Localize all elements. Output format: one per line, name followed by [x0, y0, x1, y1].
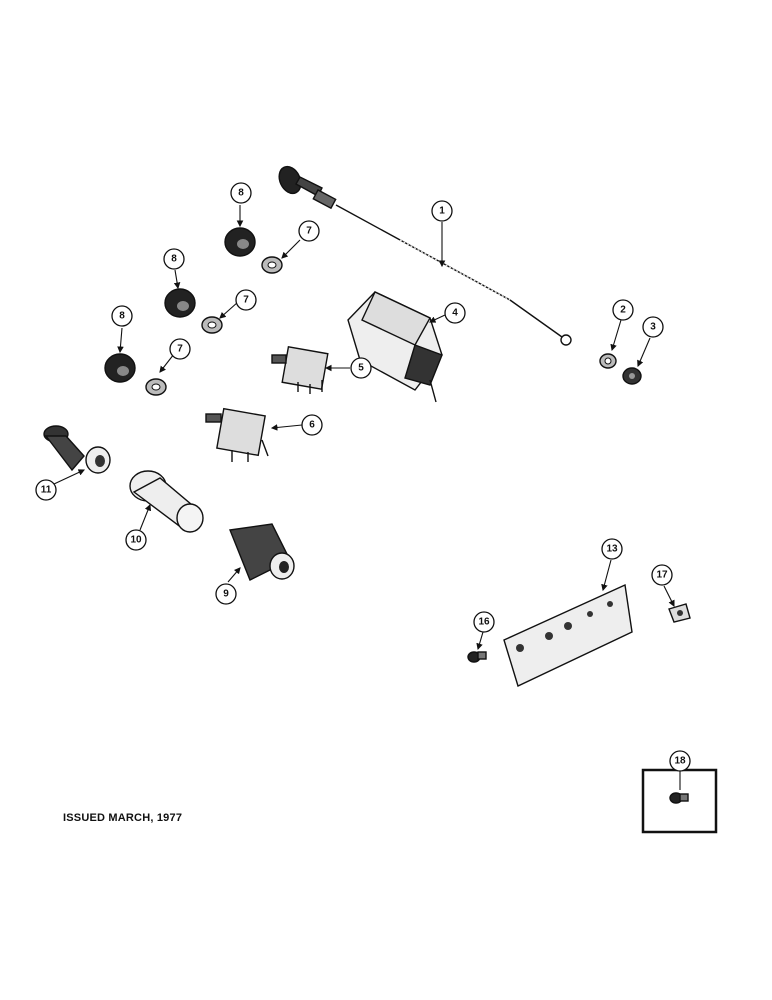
- callout-3: 3: [642, 316, 664, 338]
- callout-18: 18: [669, 750, 691, 772]
- switch-box-part: [347, 291, 443, 403]
- svg-text:7: 7: [243, 295, 249, 306]
- svg-text:7: 7: [306, 226, 312, 237]
- callout-7b: 7: [235, 289, 257, 311]
- square-nut-part-17: [668, 603, 691, 623]
- svg-text:11: 11: [41, 485, 52, 496]
- callout-7a: 7: [298, 220, 320, 242]
- rotary-switch-part-9: [229, 523, 295, 581]
- callout-2: 2: [612, 299, 634, 321]
- svg-text:8: 8: [171, 254, 177, 265]
- toggle-switch-part-6: [205, 407, 269, 462]
- leader-lines: [53, 205, 681, 790]
- svg-text:16: 16: [478, 617, 490, 628]
- callout-7c: 7: [169, 338, 191, 360]
- callout-10: 10: [125, 529, 147, 551]
- nut-part-3: [622, 367, 642, 385]
- callout-4: 4: [444, 302, 466, 324]
- svg-text:17: 17: [656, 570, 668, 581]
- svg-text:18: 18: [674, 756, 686, 767]
- svg-text:9: 9: [223, 589, 229, 600]
- callout-9: 9: [215, 583, 237, 605]
- callout-8c: 8: [111, 305, 133, 327]
- callout-13: 13: [601, 538, 623, 560]
- callout-8b: 8: [163, 248, 185, 270]
- nut-part-7c: [145, 378, 167, 396]
- screw-part-16: [467, 651, 487, 663]
- cylinder-part-10: [129, 470, 204, 533]
- svg-text:7: 7: [177, 344, 183, 355]
- knob-part-8b: [164, 288, 196, 318]
- svg-text:5: 5: [358, 363, 364, 374]
- callout-16: 16: [473, 611, 495, 633]
- nut-part-7a: [261, 256, 283, 274]
- callout-1: 1: [431, 200, 453, 222]
- callout-17: 17: [651, 564, 673, 586]
- callout-6: 6: [301, 414, 323, 436]
- panel-plate-part-13: [503, 583, 633, 687]
- svg-text:8: 8: [238, 188, 244, 199]
- callout-5: 5: [350, 357, 372, 379]
- inset-box-part-18: [641, 768, 718, 834]
- callout-11: 11: [35, 479, 57, 501]
- issued-date-label: ISSUED MARCH, 1977: [63, 812, 183, 824]
- throttle-cable-part: [278, 165, 572, 346]
- svg-text:10: 10: [130, 535, 142, 546]
- svg-text:4: 4: [452, 308, 458, 319]
- svg-text:13: 13: [606, 544, 618, 555]
- toggle-switch-part-5: [271, 345, 329, 394]
- light-switch-knob-part-11: [43, 425, 111, 474]
- svg-text:2: 2: [620, 305, 626, 316]
- washer-part-2: [599, 353, 617, 369]
- svg-text:6: 6: [309, 420, 315, 431]
- svg-text:3: 3: [650, 322, 656, 333]
- knob-part-8a: [224, 227, 256, 257]
- callout-8a: 8: [230, 182, 252, 204]
- knob-part-8c: [104, 353, 136, 383]
- svg-text:1: 1: [439, 206, 445, 217]
- svg-text:8: 8: [119, 311, 125, 322]
- nut-part-7b: [201, 316, 223, 334]
